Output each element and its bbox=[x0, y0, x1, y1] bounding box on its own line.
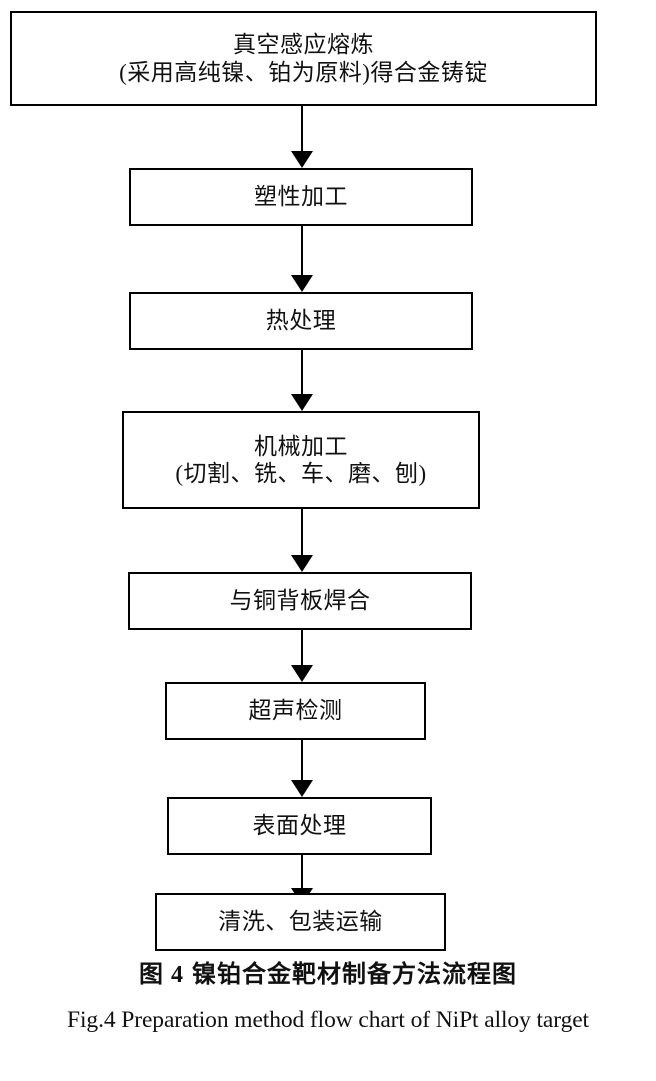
arrow-head-icon bbox=[291, 665, 313, 682]
flow-node-label-line: 机械加工 bbox=[254, 433, 348, 459]
arrow-connector-4 bbox=[282, 509, 322, 572]
arrow-stem bbox=[301, 630, 303, 665]
flow-node-label-line: 真空感应熔炼 bbox=[233, 32, 374, 58]
arrow-stem bbox=[301, 226, 303, 275]
figure-caption-english: Fig.4 Preparation method flow chart of N… bbox=[67, 1007, 589, 1034]
arrow-head-icon bbox=[291, 555, 313, 572]
flow-node-surface-treatment: 表面处理 bbox=[167, 797, 432, 855]
flow-node-label-line: (切割、铣、车、磨、刨) bbox=[175, 461, 427, 486]
flow-node-label-line: (采用高纯镍、铂为原料)得合金铸锭 bbox=[119, 59, 488, 85]
flow-node-label-line: 清洗、包装运输 bbox=[218, 909, 383, 935]
flow-node-label-line: 与铜背板焊合 bbox=[229, 588, 371, 614]
flow-node-heat-treatment: 热处理 bbox=[129, 292, 473, 350]
flow-node-vacuum-induction-melting: 真空感应熔炼 (采用高纯镍、铂为原料)得合金铸锭 bbox=[10, 11, 597, 106]
arrow-connector-5 bbox=[282, 630, 322, 682]
flow-node-label-line: 超声检测 bbox=[248, 698, 343, 724]
flow-node-label-line: 表面处理 bbox=[252, 813, 347, 839]
arrow-head-icon bbox=[291, 151, 313, 168]
arrow-connector-1 bbox=[282, 106, 322, 168]
figure-caption-chinese: 图 4 镍铂合金靶材制备方法流程图 bbox=[0, 962, 656, 988]
arrow-connector-6 bbox=[282, 740, 322, 797]
arrow-connector-2 bbox=[282, 226, 322, 292]
flow-node-plastic-working: 塑性加工 bbox=[129, 168, 473, 226]
arrow-stem bbox=[301, 855, 303, 888]
arrow-stem bbox=[301, 509, 303, 555]
arrow-head-icon bbox=[291, 275, 313, 292]
figure-caption: 图 4 镍铂合金靶材制备方法流程图 Fig.4 Preparation metho… bbox=[0, 962, 656, 1034]
arrow-stem bbox=[301, 350, 303, 394]
arrow-connector-3 bbox=[282, 350, 322, 411]
arrow-head-icon bbox=[291, 780, 313, 797]
flow-node-bonding-to-copper-backing-plate: 与铜背板焊合 bbox=[128, 572, 472, 630]
arrow-head-icon bbox=[291, 394, 313, 411]
figure-title-chinese: 镍铂合金靶材制备方法流程图 bbox=[192, 962, 517, 988]
flow-node-cleaning-packaging-transport: 清洗、包装运输 bbox=[155, 893, 446, 951]
flowchart-diagram: 真空感应熔炼 (采用高纯镍、铂为原料)得合金铸锭 塑性加工 热处理 机械加工 (… bbox=[10, 11, 597, 951]
figure-number-label: 图 4 bbox=[139, 962, 184, 988]
flow-node-machining: 机械加工 (切割、铣、车、磨、刨) bbox=[122, 411, 480, 509]
flow-node-label-line: 塑性加工 bbox=[254, 184, 348, 210]
flow-node-ultrasonic-testing: 超声检测 bbox=[165, 682, 426, 740]
flow-node-label-line: 热处理 bbox=[265, 308, 337, 334]
arrow-stem bbox=[301, 106, 303, 151]
arrow-stem bbox=[301, 740, 303, 780]
